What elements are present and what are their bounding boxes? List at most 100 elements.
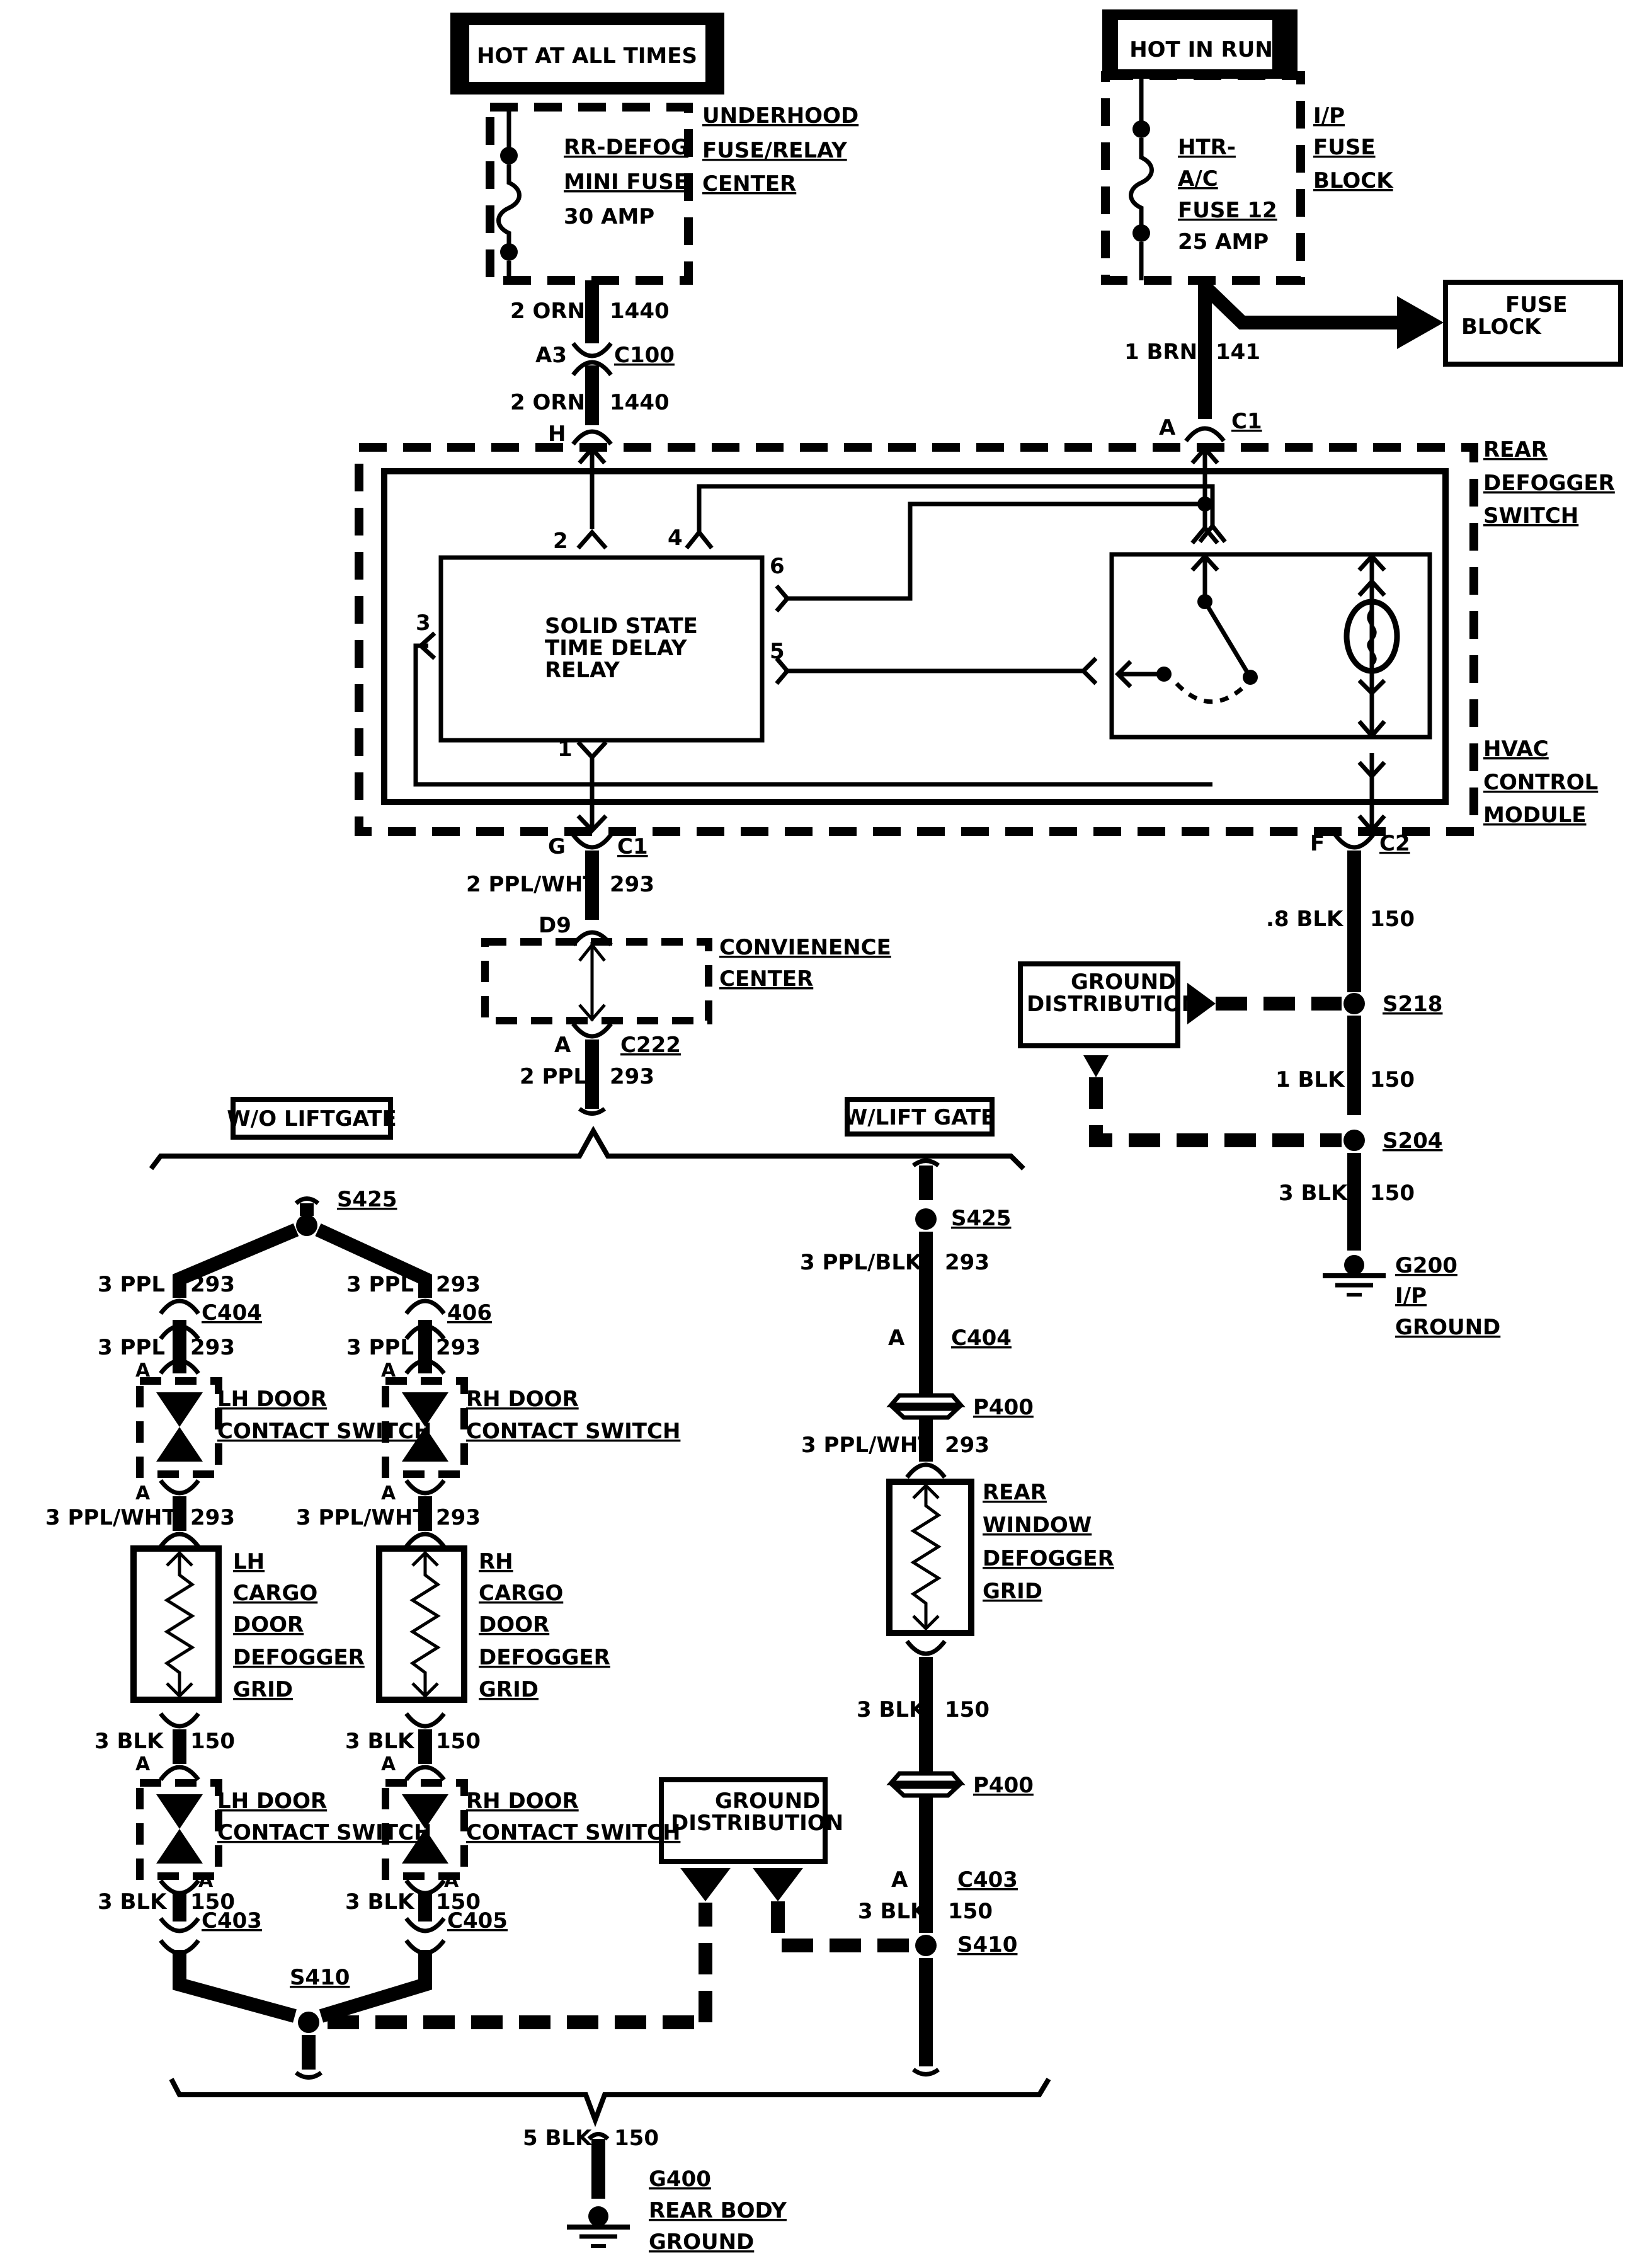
circuit-number: 293 [436,1272,481,1297]
lh-column: 3 PPL 293 C404 3 PPL 293 A LH DOOR CONTA… [45,1272,431,1956]
grid-label: DEFOGGER [983,1546,1114,1571]
splice-icon [296,1215,317,1236]
connector-female-icon [1333,833,1375,850]
s410-left-merge: S410 [173,1903,712,2080]
fuse-location: FUSE [1313,135,1376,160]
option-label: W/O LIFTGATE [227,1106,396,1131]
ground-distribution-box[interactable] [1018,961,1180,1048]
switch-label: CONTACT SWITCH [217,1419,431,1444]
ground-label: GROUND [1395,1315,1500,1340]
fuse-block-reference[interactable]: FUSE BLOCK [1443,280,1623,367]
ground-icon [588,2206,608,2226]
arrow-right-icon [1397,296,1444,349]
resistor-icon [164,1553,195,1695]
fuse-rating: 25 AMP [1178,229,1269,255]
connector-pin: A [554,1033,571,1058]
wire-label: 2 PPL [520,1064,587,1089]
fuse-location: BLOCK [1313,168,1394,193]
grid-label: DOOR [233,1612,304,1637]
splice-label: S410 [290,1965,350,1990]
grid-label: RH [479,1549,513,1574]
wire-label: 3 PPL [98,1335,165,1360]
grid-label: CARGO [233,1581,317,1606]
pin-number: 3 [416,610,431,636]
wire-label: 3 PPL/BLK [800,1250,923,1275]
connector-female-icon [159,1298,200,1315]
convenience-center[interactable]: CONVIENENCE CENTER [481,935,891,1024]
passthrough-p400-icon [886,1393,966,1420]
ground-distribution-label: GROUND [1071,970,1176,995]
connector-name: C1 [617,834,648,859]
circuit-number: 293 [610,872,654,897]
splice-label: S425 [337,1187,397,1212]
fuse-type: MINI FUSE [564,169,688,195]
switch-label: RH DOOR [466,1789,579,1814]
wire-label: 3 BLK [857,1697,927,1722]
pin-number: 1 [557,736,573,762]
fuse-location: I/P [1313,103,1345,129]
connector-female-icon [159,1916,200,1933]
switch-label: CONTACT SWITCH [466,1820,680,1845]
liftgate-branch: S425 3 PPL/BLK 293 A C404 P400 3 PPL/WHT… [800,1159,1114,2076]
fuse-name: HTR- [1178,135,1236,160]
convenience-center-label: CENTER [719,966,813,992]
connector-pin: A [198,1870,214,1892]
circuit-number: 150 [190,1729,235,1754]
connector-pin: A3 [535,343,567,368]
indicator-lamp-icon [1343,598,1400,674]
option-without-liftgate [231,1097,393,1140]
connector-female-icon [404,1916,446,1933]
wire-label: 1 BLK [1275,1067,1345,1092]
wire-label: 3 PPL/WHT [45,1505,177,1530]
rh-column: 3 PPL 293 406 3 PPL 293 A RH DOOR CONTAC… [296,1272,680,1956]
grid-label: GRID [233,1677,293,1702]
ground-label: GROUND [649,2230,754,2255]
circuit-number: 150 [1370,1181,1415,1206]
connector-pin: G [548,834,566,859]
resistor-icon [910,1486,942,1629]
wire-label: 2 ORN [510,299,585,324]
circuit-293-lower: A C222 2 PPL 293 [520,1022,681,1116]
wire-break-icon [587,2132,610,2141]
lh-cargo-door-defogger-grid [130,1545,222,1703]
connector-pin: F [1310,831,1325,856]
wire-label: 3 BLK [94,1729,164,1754]
connector-female-icon [404,1298,446,1315]
passthrough-p400-icon [886,1771,966,1798]
wire-label: 3 PPL/WHT [296,1505,428,1530]
switch-label: CONTACT SWITCH [466,1419,680,1444]
splice-label: S410 [957,1932,1017,1957]
contact-switch-icon [156,1794,203,1829]
connector-female-icon [571,341,613,358]
pin-number: 6 [770,554,785,579]
circuit-number: 293 [436,1335,481,1360]
pin-number: 5 [770,639,785,664]
ground-label: REAR BODY [649,2198,787,2223]
defogger-switch [1109,552,1432,740]
passthrough-label: P400 [973,1395,1034,1420]
connector-pin: A [135,1753,151,1775]
splice-label: S218 [1383,992,1442,1017]
connector-pin: D9 [539,913,571,938]
fuse-icon [496,164,522,251]
circuit-number: 150 [190,1889,235,1915]
pin-5-icon [775,656,790,685]
passthrough-label: P400 [973,1773,1034,1798]
wire-label: 3 BLK [1279,1181,1349,1206]
connector-name: C1 [1231,409,1262,434]
switch-label: CONTACT SWITCH [217,1820,431,1845]
connector-pin: A [1159,415,1176,440]
ground-distribution-lower[interactable]: GROUND DISTRIBUTION [659,1777,916,1952]
grid-label: REAR [983,1480,1047,1505]
wire-break-icon [578,1107,607,1116]
ground-label: G400 [649,2167,711,2192]
switch-travel-icon [1175,682,1246,704]
grid-label: WINDOW [983,1513,1092,1538]
grid-label: DEFOGGER [233,1645,365,1670]
fuse-icon [1129,138,1154,230]
wire-label: 3 BLK [98,1889,168,1915]
connector-female-icon [571,833,613,850]
connector-name: C2 [1379,831,1410,856]
option-label: W/LIFT GATE [844,1105,996,1130]
fuse-name: FUSE 12 [1178,198,1277,223]
